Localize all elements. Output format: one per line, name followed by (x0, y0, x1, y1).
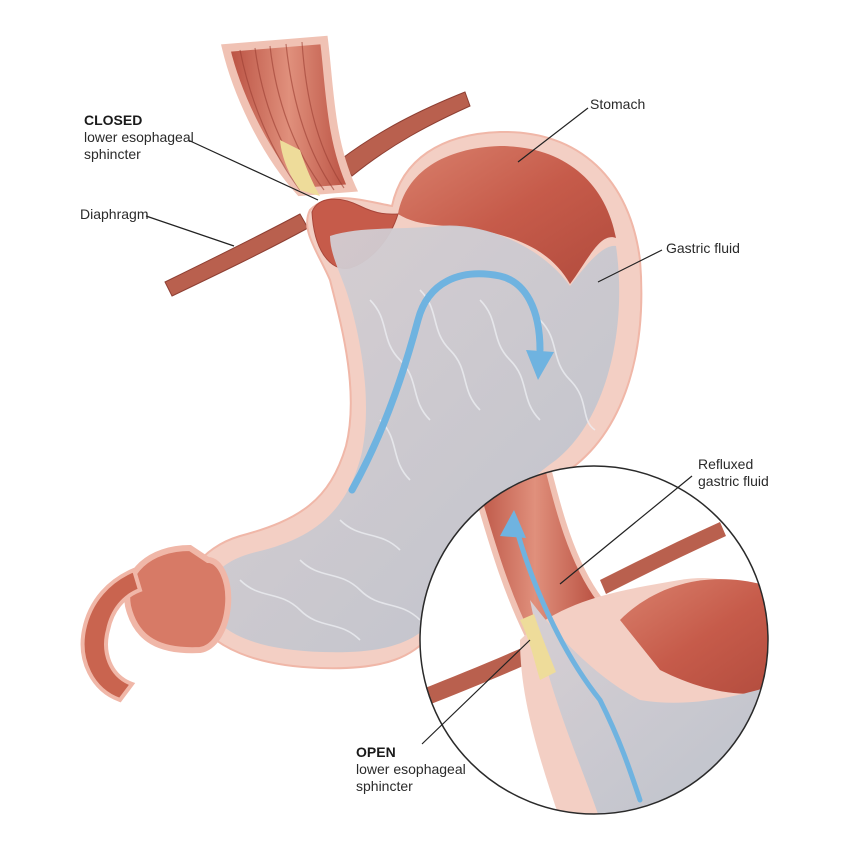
leader-stomach (517, 107, 589, 163)
leader-closed (187, 139, 319, 201)
flow-arrow-head (526, 350, 554, 380)
esophagus (221, 35, 359, 197)
leader-gastric-fluid (597, 249, 663, 283)
inset-open-sphincter (420, 466, 768, 814)
label-diaphragm: Diaphragm (80, 206, 148, 223)
label-stomach-text: Stomach (590, 96, 646, 112)
diaphragm-muscle-right (339, 91, 471, 177)
label-closed-line2: sphincter (84, 146, 141, 162)
diaphragm-muscle-left (164, 213, 309, 297)
label-stomach: Stomach (590, 96, 645, 113)
label-open-line1: lower esophageal (356, 761, 466, 777)
pylorus (124, 544, 232, 654)
inset-circle-border (419, 465, 769, 815)
leader-diaphragm (145, 215, 235, 247)
leader-lines (145, 107, 693, 745)
gastric-fluid (206, 225, 620, 653)
label-closed-line1: lower esophageal (84, 129, 194, 145)
label-open-title: OPEN (356, 744, 396, 760)
label-closed: CLOSED lower esophageal sphincter (84, 112, 194, 163)
flow-arrow (348, 270, 544, 494)
label-gastric-fluid: Gastric fluid (666, 240, 740, 257)
label-diaphragm-text: Diaphragm (80, 206, 149, 222)
leader-refluxed (559, 475, 693, 585)
leader-open (421, 639, 531, 745)
label-open-line2: sphincter (356, 778, 413, 794)
label-refluxed-line1: Refluxed (698, 456, 754, 472)
label-closed-title: CLOSED (84, 112, 143, 128)
stomach-muscle-fundus (398, 146, 616, 284)
label-refluxed: Refluxed gastric fluid (698, 456, 769, 490)
duodenum (80, 567, 143, 703)
esophagus-fibers (239, 41, 345, 191)
fat-tissue (280, 140, 320, 196)
label-refluxed-line2: gastric fluid (698, 473, 769, 489)
label-open: OPEN lower esophageal sphincter (356, 744, 466, 795)
label-gastric-fluid-text: Gastric fluid (666, 240, 740, 256)
